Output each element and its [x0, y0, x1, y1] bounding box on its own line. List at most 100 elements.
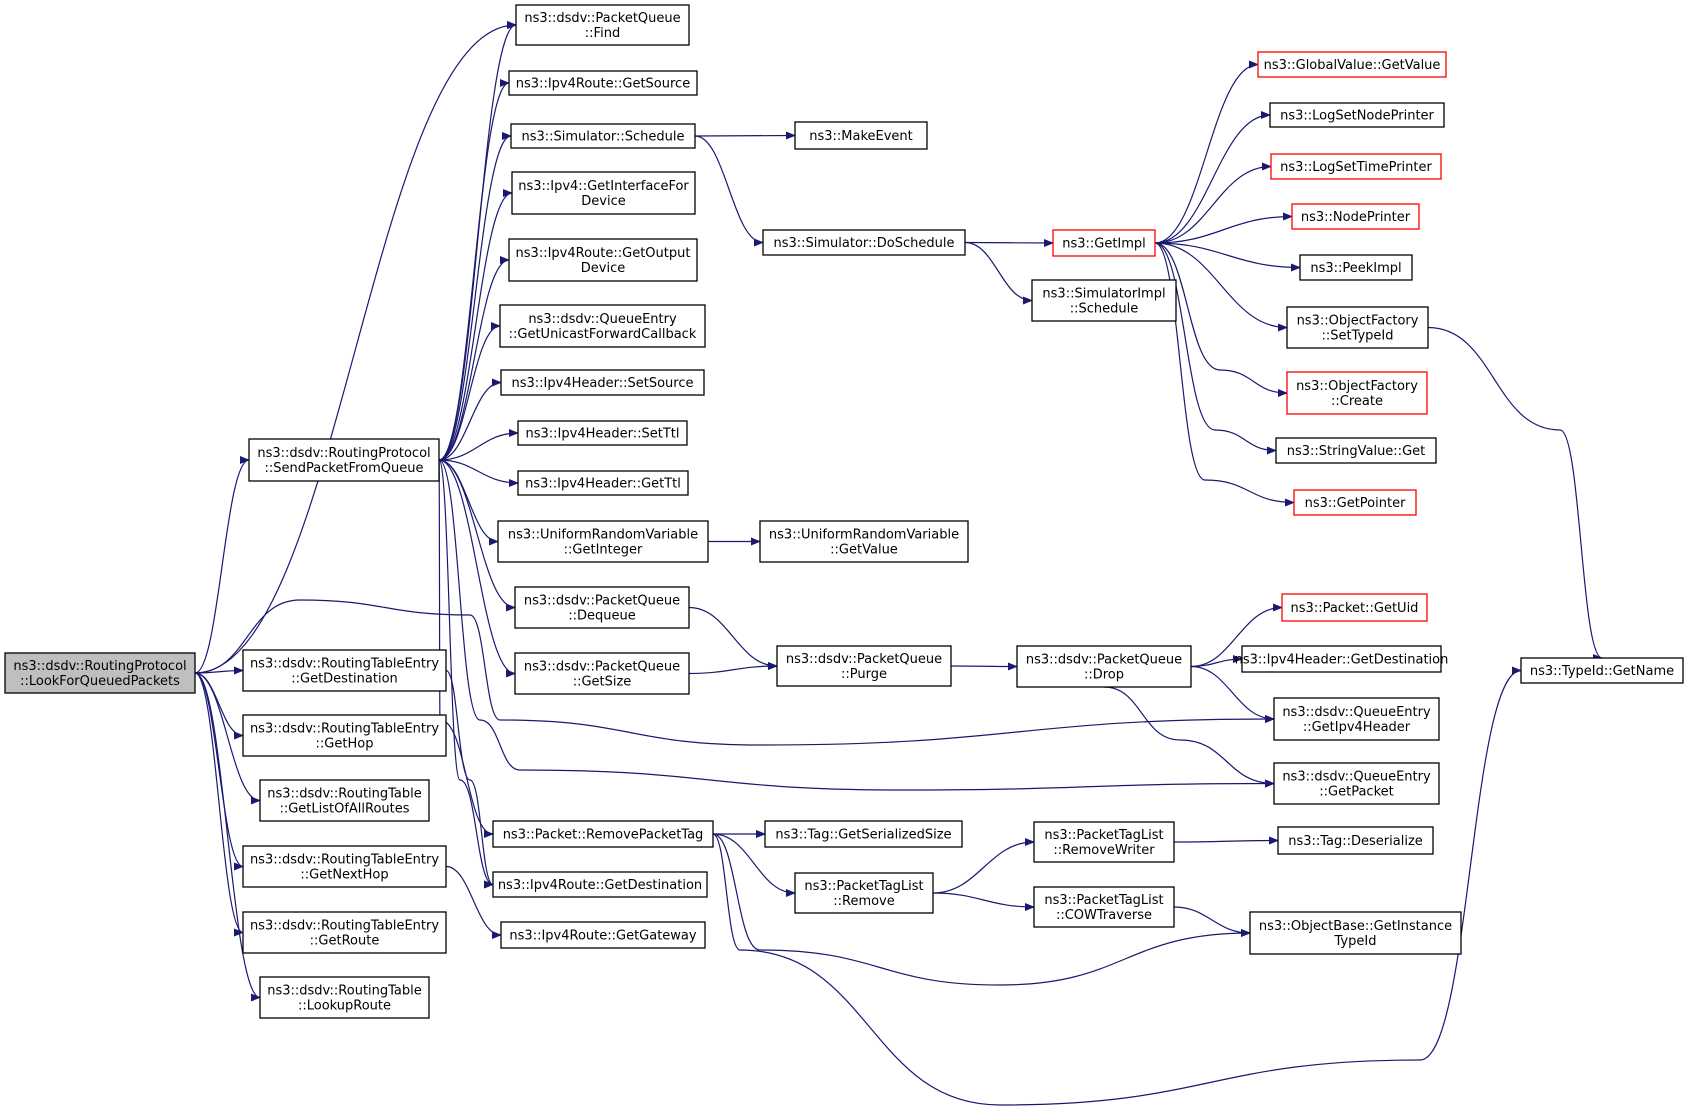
node-box[interactable]: [517, 470, 689, 496]
node-box[interactable]: [1281, 593, 1428, 622]
node-box[interactable]: [514, 652, 690, 695]
node-gv-getvalue[interactable]: ns3::GlobalValue::GetValue: [1257, 51, 1447, 78]
node-qe-getipv4header[interactable]: ns3::dsdv::QueueEntry::GetIpv4Header: [1273, 697, 1440, 741]
node-typeid-getname[interactable]: ns3::TypeId::GetName: [1520, 657, 1684, 684]
node-box[interactable]: [759, 520, 969, 563]
node-ptl-cowtraverse[interactable]: ns3::PacketTagList::COWTraverse: [1033, 886, 1175, 928]
node-box[interactable]: [1286, 371, 1428, 415]
node-box[interactable]: [762, 229, 966, 256]
node-getimpl[interactable]: ns3::GetImpl: [1052, 229, 1156, 257]
node-box[interactable]: [1275, 437, 1437, 464]
node-packet-getuid[interactable]: ns3::Packet::GetUid: [1281, 593, 1428, 622]
node-box[interactable]: [500, 369, 705, 396]
node-ipv4route-getdestination[interactable]: ns3::Ipv4Route::GetDestination: [492, 871, 708, 898]
node-box[interactable]: [1520, 657, 1684, 684]
node-box[interactable]: [1249, 911, 1462, 955]
node-ipv4route-getgateway[interactable]: ns3::Ipv4Route::GetGateway: [500, 921, 706, 949]
node-logsettimeprinter[interactable]: ns3::LogSetTimePrinter: [1270, 153, 1442, 180]
node-box[interactable]: [1273, 697, 1440, 741]
node-rt-lookuproute[interactable]: ns3::dsdv::RoutingTable::LookupRoute: [259, 976, 430, 1019]
node-box[interactable]: [1031, 279, 1177, 322]
node-box[interactable]: [242, 714, 447, 757]
node-simimpl-schedule[interactable]: ns3::SimulatorImpl::Schedule: [1031, 279, 1177, 322]
node-peekimpl[interactable]: ns3::PeekImpl: [1299, 254, 1413, 281]
node-box[interactable]: [259, 976, 430, 1019]
node-root[interactable]: ns3::dsdv::RoutingProtocol::LookForQueue…: [4, 652, 196, 694]
node-urv-getinteger[interactable]: ns3::UniformRandomVariable::GetInteger: [497, 520, 709, 563]
node-qe-getpacket[interactable]: ns3::dsdv::QueueEntry::GetPacket: [1273, 762, 1440, 805]
node-getpointer[interactable]: ns3::GetPointer: [1293, 489, 1417, 516]
node-box[interactable]: [511, 171, 696, 215]
node-box[interactable]: [1269, 102, 1445, 128]
node-nodeprinter[interactable]: ns3::NodePrinter: [1291, 203, 1420, 230]
node-box[interactable]: [1273, 762, 1440, 805]
node-rte-getnexthop[interactable]: ns3::dsdv::RoutingTableEntry::GetNextHop: [242, 845, 447, 888]
node-of-create[interactable]: ns3::ObjectFactory::Create: [1286, 371, 1428, 415]
node-box[interactable]: [1257, 51, 1447, 78]
node-pq-drop[interactable]: ns3::dsdv::PacketQueue::Drop: [1016, 645, 1192, 688]
node-pq-dequeue[interactable]: ns3::dsdv::PacketQueue::Dequeue: [514, 586, 690, 629]
node-rte-getroute[interactable]: ns3::dsdv::RoutingTableEntry::GetRoute: [242, 911, 447, 954]
node-box[interactable]: [794, 121, 928, 150]
node-tag-deserialize[interactable]: ns3::Tag::Deserialize: [1277, 826, 1434, 855]
node-box[interactable]: [1241, 645, 1442, 673]
node-box[interactable]: [1286, 306, 1429, 349]
node-packet-removepackettag[interactable]: ns3::Packet::RemovePacketTag: [492, 820, 714, 848]
node-box[interactable]: [764, 820, 963, 848]
node-box[interactable]: [248, 438, 440, 482]
node-box[interactable]: [517, 420, 688, 446]
node-box[interactable]: [1277, 826, 1434, 855]
node-ipv4hdr-getttl[interactable]: ns3::Ipv4Header::GetTtl: [517, 470, 689, 496]
node-box[interactable]: [1052, 229, 1156, 257]
node-rte-gethop[interactable]: ns3::dsdv::RoutingTableEntry::GetHop: [242, 714, 447, 757]
node-box[interactable]: [4, 652, 196, 694]
node-box[interactable]: [259, 779, 430, 822]
node-box[interactable]: [492, 820, 714, 848]
node-box[interactable]: [1033, 821, 1175, 863]
node-box[interactable]: [1299, 254, 1413, 281]
node-ipv4hdr-setsource[interactable]: ns3::Ipv4Header::SetSource: [500, 369, 705, 396]
node-ptl-removewriter[interactable]: ns3::PacketTagList::RemoveWriter: [1033, 821, 1175, 863]
node-box[interactable]: [514, 586, 690, 629]
node-qe-getunicast[interactable]: ns3::dsdv::QueueEntry::GetUnicastForward…: [499, 304, 706, 348]
node-ptl-remove[interactable]: ns3::PacketTagList::Remove: [794, 872, 934, 914]
node-box[interactable]: [515, 4, 690, 46]
node-urv-getvalue[interactable]: ns3::UniformRandomVariable::GetValue: [759, 520, 969, 563]
node-logsetnodeprinter[interactable]: ns3::LogSetNodePrinter: [1269, 102, 1445, 128]
node-ipv4hdr-setttl[interactable]: ns3::Ipv4Header::SetTtl: [517, 420, 688, 446]
node-box[interactable]: [242, 845, 447, 888]
node-sim-schedule[interactable]: ns3::Simulator::Schedule: [510, 123, 696, 149]
node-pq-getsize[interactable]: ns3::dsdv::PacketQueue::GetSize: [514, 652, 690, 695]
node-stringvalue-get[interactable]: ns3::StringValue::Get: [1275, 437, 1437, 464]
node-box[interactable]: [497, 520, 709, 563]
node-pq-purge[interactable]: ns3::dsdv::PacketQueue::Purge: [776, 645, 952, 687]
node-sim-doschedule[interactable]: ns3::Simulator::DoSchedule: [762, 229, 966, 256]
node-box[interactable]: [492, 871, 708, 898]
node-tag-getserializedsize[interactable]: ns3::Tag::GetSerializedSize: [764, 820, 963, 848]
node-send-from-queue[interactable]: ns3::dsdv::RoutingProtocol::SendPacketFr…: [248, 438, 440, 482]
node-box[interactable]: [1270, 153, 1442, 180]
node-make-event[interactable]: ns3::MakeEvent: [794, 121, 928, 150]
node-rt-getlistofallroutes[interactable]: ns3::dsdv::RoutingTable::GetListOfAllRou…: [259, 779, 430, 822]
node-box[interactable]: [242, 911, 447, 954]
node-box[interactable]: [1291, 203, 1420, 230]
node-ipv4route-getsource[interactable]: ns3::Ipv4Route::GetSource: [508, 70, 698, 96]
node-box[interactable]: [242, 649, 447, 692]
node-box[interactable]: [508, 238, 698, 282]
node-pq-find[interactable]: ns3::dsdv::PacketQueue::Find: [515, 4, 690, 46]
node-of-settypeid[interactable]: ns3::ObjectFactory::SetTypeId: [1286, 306, 1429, 349]
node-box[interactable]: [499, 304, 706, 348]
node-box[interactable]: [500, 921, 706, 949]
node-box[interactable]: [1033, 886, 1175, 928]
node-box[interactable]: [510, 123, 696, 149]
node-ipv4hdr-getdestination[interactable]: ns3::Ipv4Header::GetDestination: [1235, 645, 1449, 673]
node-rte-getdestination[interactable]: ns3::dsdv::RoutingTableEntry::GetDestina…: [242, 649, 447, 692]
node-box[interactable]: [1293, 489, 1417, 516]
node-box[interactable]: [794, 872, 934, 914]
node-box[interactable]: [1016, 645, 1192, 688]
node-box[interactable]: [508, 70, 698, 96]
node-box[interactable]: [776, 645, 952, 687]
